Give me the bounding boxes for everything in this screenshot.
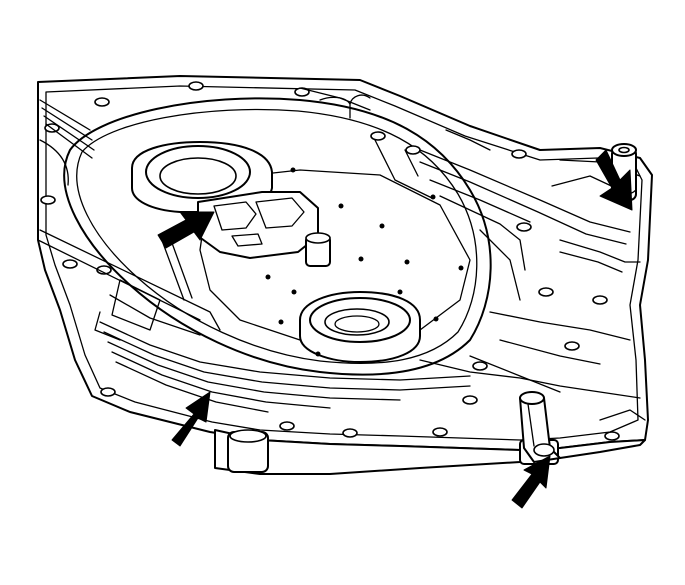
bolt-hole bbox=[397, 289, 403, 295]
right-passages bbox=[419, 149, 641, 399]
bolt-hole bbox=[315, 351, 321, 357]
flange-hole bbox=[96, 265, 112, 275]
lower-bore bbox=[299, 291, 421, 363]
flange-hole bbox=[188, 81, 204, 91]
flange-hole bbox=[538, 287, 554, 297]
bolt-hole bbox=[338, 203, 344, 209]
arrow-lower-left bbox=[171, 391, 211, 447]
flange-hole bbox=[564, 341, 580, 351]
flange-hole bbox=[94, 97, 110, 107]
arrow-lower-right bbox=[511, 455, 551, 509]
arrow-upper-right bbox=[595, 149, 633, 211]
arrow-center bbox=[157, 211, 215, 249]
flange-hole bbox=[405, 145, 421, 155]
upper-bore bbox=[131, 141, 273, 213]
bolt-hole bbox=[404, 259, 410, 265]
bolt-hole bbox=[291, 289, 297, 295]
plate-bolt-holes bbox=[265, 167, 464, 357]
bolt-hole bbox=[265, 274, 271, 280]
flange-hole bbox=[516, 222, 532, 232]
bolt-hole bbox=[458, 265, 464, 271]
flange-hole bbox=[370, 131, 386, 141]
flange-hole bbox=[462, 395, 478, 405]
bolt-hole bbox=[290, 167, 296, 173]
bolt-hole bbox=[379, 223, 385, 229]
flange-hole bbox=[62, 259, 78, 269]
flange-hole bbox=[100, 387, 116, 397]
flange-hole bbox=[40, 195, 56, 205]
flange-hole bbox=[592, 295, 608, 305]
bolt-hole bbox=[278, 319, 284, 325]
flange-hole bbox=[279, 421, 295, 431]
flange-hole bbox=[511, 149, 527, 159]
bolt-hole bbox=[358, 256, 364, 262]
flange-bolt-holes bbox=[40, 81, 620, 441]
upper-flange-details bbox=[299, 87, 491, 199]
flange-hole bbox=[342, 428, 358, 438]
dowel-pin bbox=[519, 391, 561, 463]
left-rib-details bbox=[37, 99, 221, 331]
gasket-channels bbox=[94, 294, 471, 413]
flange-hole bbox=[472, 361, 488, 371]
flange-hole bbox=[604, 431, 620, 441]
channel-plate-boss bbox=[197, 191, 331, 267]
bolt-hole bbox=[433, 316, 439, 322]
flange-hole bbox=[432, 427, 448, 437]
